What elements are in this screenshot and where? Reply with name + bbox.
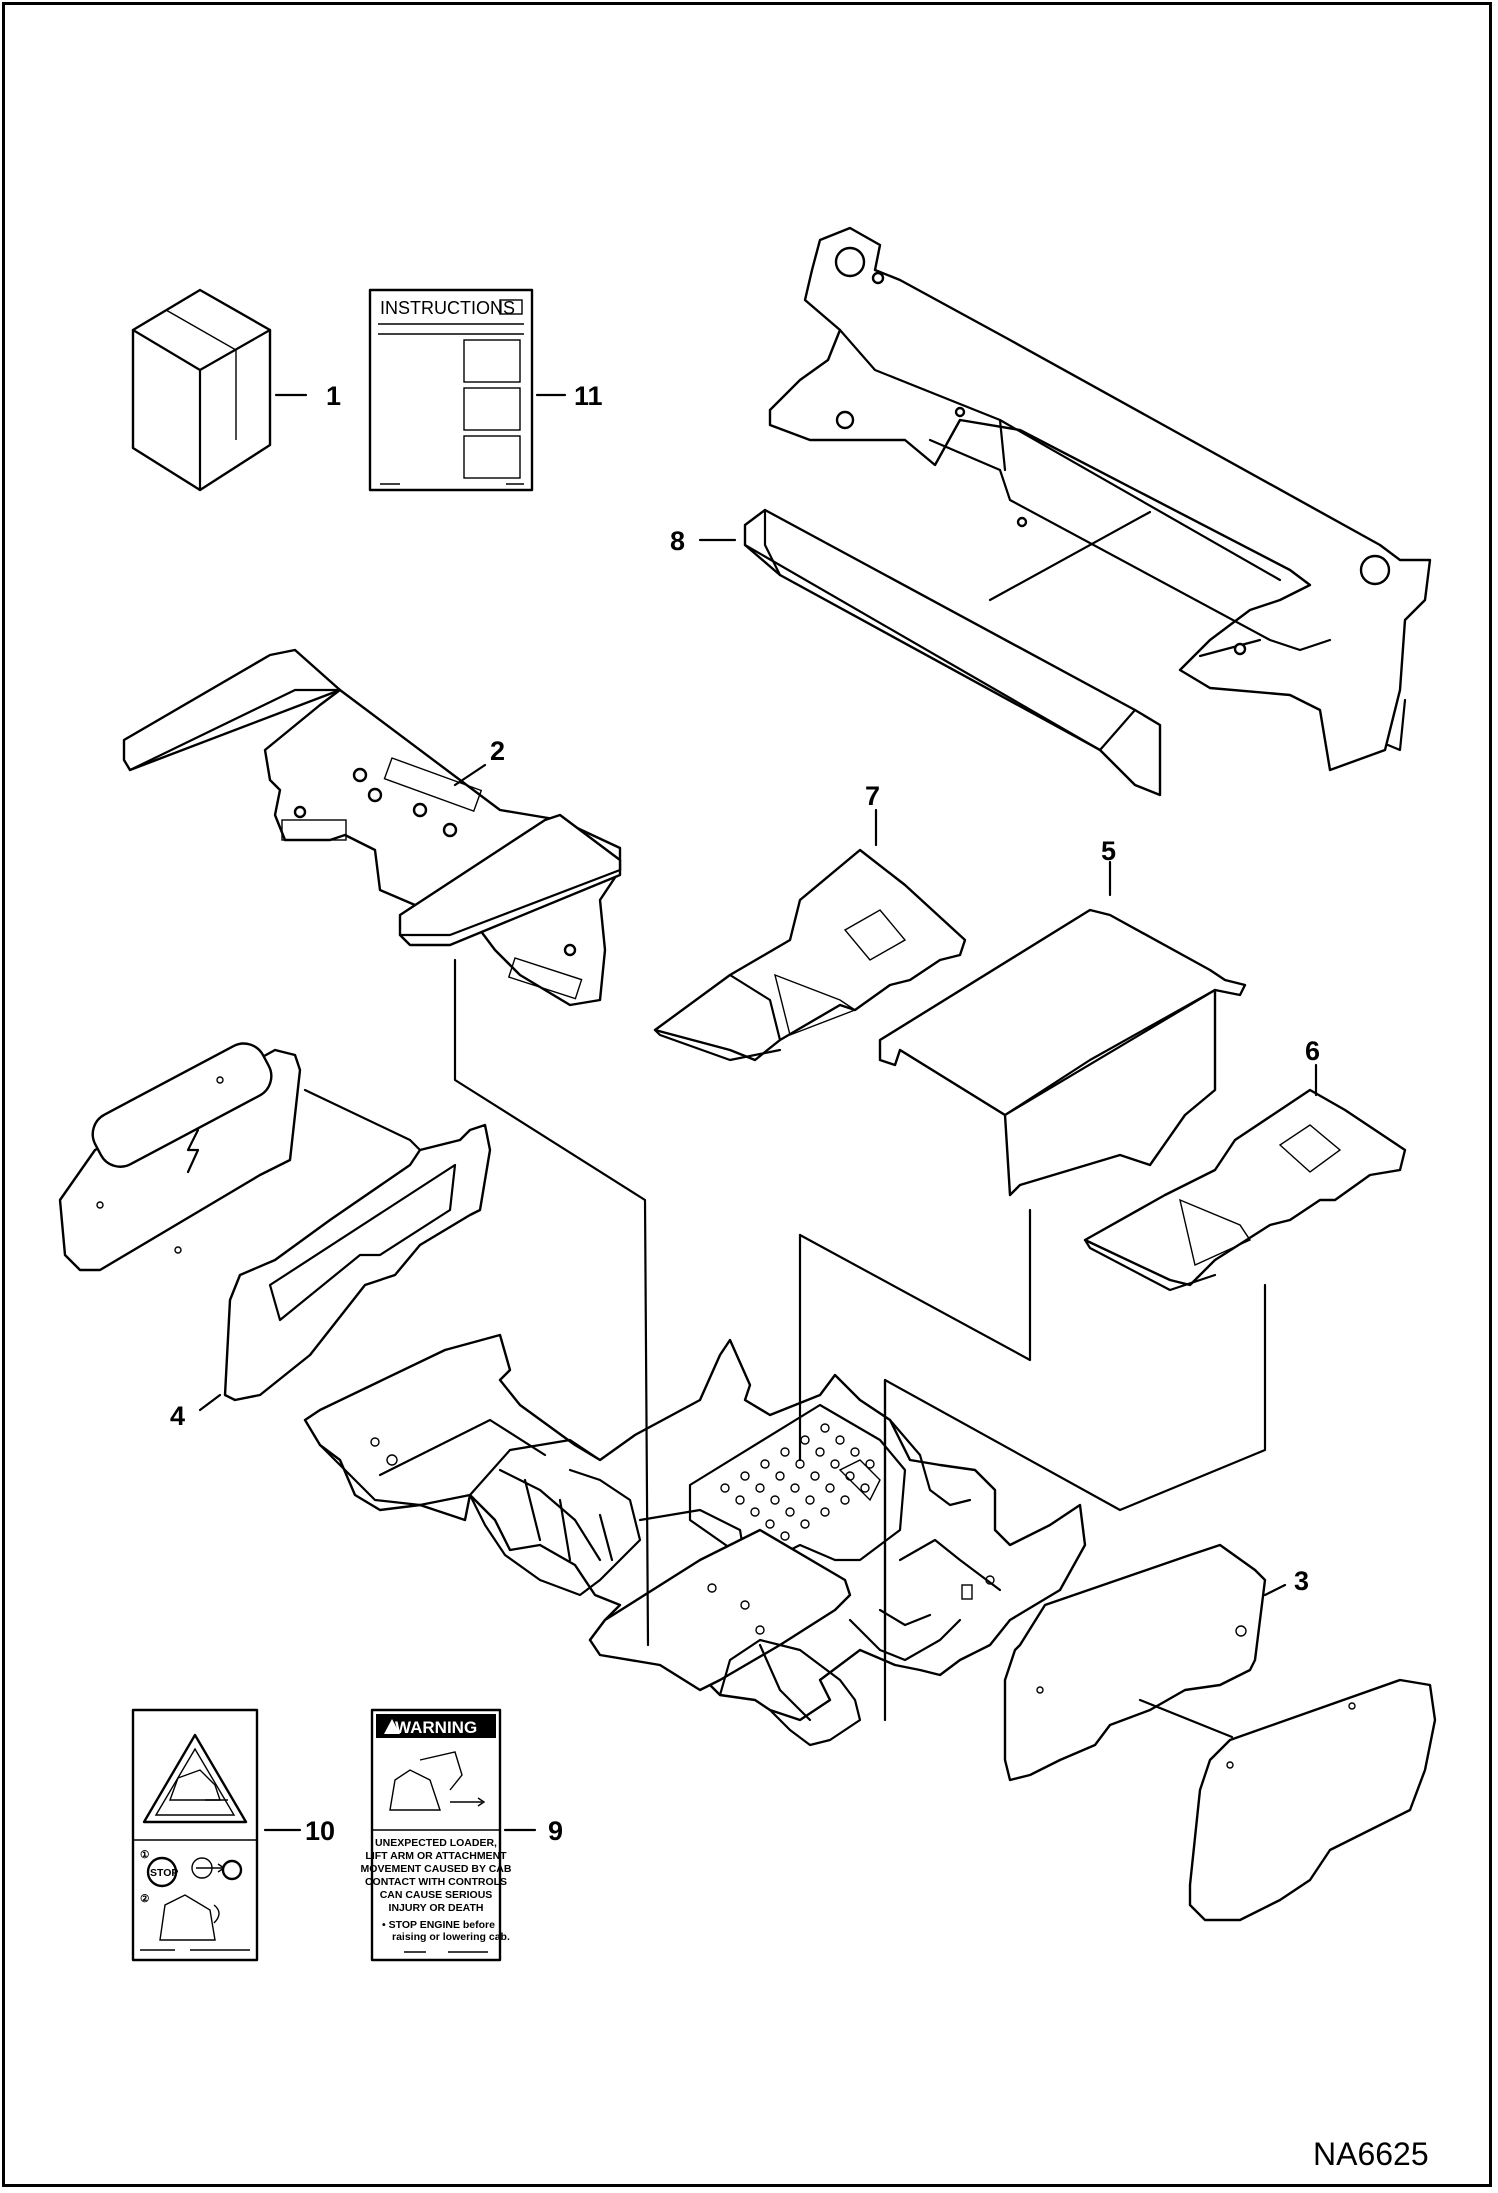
part-5-center-cover bbox=[878, 908, 1247, 1197]
part-9-warning-decal: WARNING UNEXPECTED LOADER, LIFT ARM OR A… bbox=[361, 1708, 512, 1962]
leader-line-3-hidden bbox=[1138, 1698, 1234, 1739]
callout-4: 4 bbox=[170, 1401, 185, 1431]
callout-1: 1 bbox=[326, 381, 341, 411]
part-7-pedal-plate bbox=[653, 848, 967, 1062]
callout-11: 11 bbox=[574, 381, 603, 411]
callout-10: 10 bbox=[305, 1816, 335, 1846]
warning-line-6: INJURY OR DEATH bbox=[389, 1902, 484, 1914]
warning-bullet-1: • STOP ENGINE before bbox=[382, 1919, 495, 1931]
warning-line-5: CAN CAUSE SERIOUS bbox=[380, 1889, 493, 1901]
warning-bullet-2: raising or lowering cab. bbox=[392, 1931, 510, 1943]
leader-part2-to-floor bbox=[453, 958, 650, 1647]
callout-2: 2 bbox=[490, 736, 505, 766]
part-2-control-bracket bbox=[122, 648, 622, 1007]
leader-line-4-hidden bbox=[303, 1088, 422, 1152]
part-3-side-panel-outer bbox=[1188, 1678, 1437, 1922]
callout-6: 6 bbox=[1305, 1036, 1320, 1066]
warning-header: WARNING bbox=[395, 1718, 477, 1737]
part-8-cross-channel bbox=[743, 508, 1162, 797]
part-3-side-panel-inner bbox=[1003, 1543, 1267, 1782]
part-6-pedal-plate bbox=[1083, 1088, 1407, 1292]
callout-9: 9 bbox=[548, 1816, 563, 1846]
warning-line-4: CONTACT WITH CONTROLS bbox=[365, 1876, 507, 1888]
warning-line-2: LIFT ARM OR ATTACHMENT bbox=[365, 1850, 507, 1862]
decal-step-2: ② bbox=[140, 1893, 150, 1905]
callout-7: 7 bbox=[865, 781, 880, 811]
callout-5: 5 bbox=[1101, 836, 1116, 866]
leader-line-4 bbox=[198, 1393, 222, 1412]
decal-step-1: ① bbox=[140, 1849, 150, 1861]
part-4-battery-cover bbox=[58, 1042, 302, 1272]
callout-3: 3 bbox=[1294, 1566, 1309, 1596]
instructions-heading: INSTRUCTIONS bbox=[380, 298, 515, 318]
leader-line-2 bbox=[453, 763, 487, 787]
part-11-instructions-sheet: INSTRUCTIONS bbox=[368, 288, 534, 492]
callout-8: 8 bbox=[670, 526, 685, 556]
figure-id: NA6625 bbox=[1313, 2136, 1429, 2172]
warning-line-3: MOVEMENT CAUSED BY CAB bbox=[361, 1863, 512, 1875]
leader-line-3 bbox=[1263, 1583, 1287, 1597]
floor-chassis-assembly bbox=[303, 1333, 1087, 1747]
warning-line-1: UNEXPECTED LOADER, bbox=[375, 1837, 497, 1849]
decal-stop-label: STOP bbox=[150, 1867, 178, 1879]
part-4-gasket bbox=[223, 1123, 492, 1402]
part-8-main-frame bbox=[768, 226, 1432, 772]
leader-part5-to-floor-b bbox=[798, 1208, 1032, 1362]
part-1-kit-box bbox=[131, 288, 272, 492]
part-10-safety-decal: ① STOP ② bbox=[131, 1708, 259, 1962]
